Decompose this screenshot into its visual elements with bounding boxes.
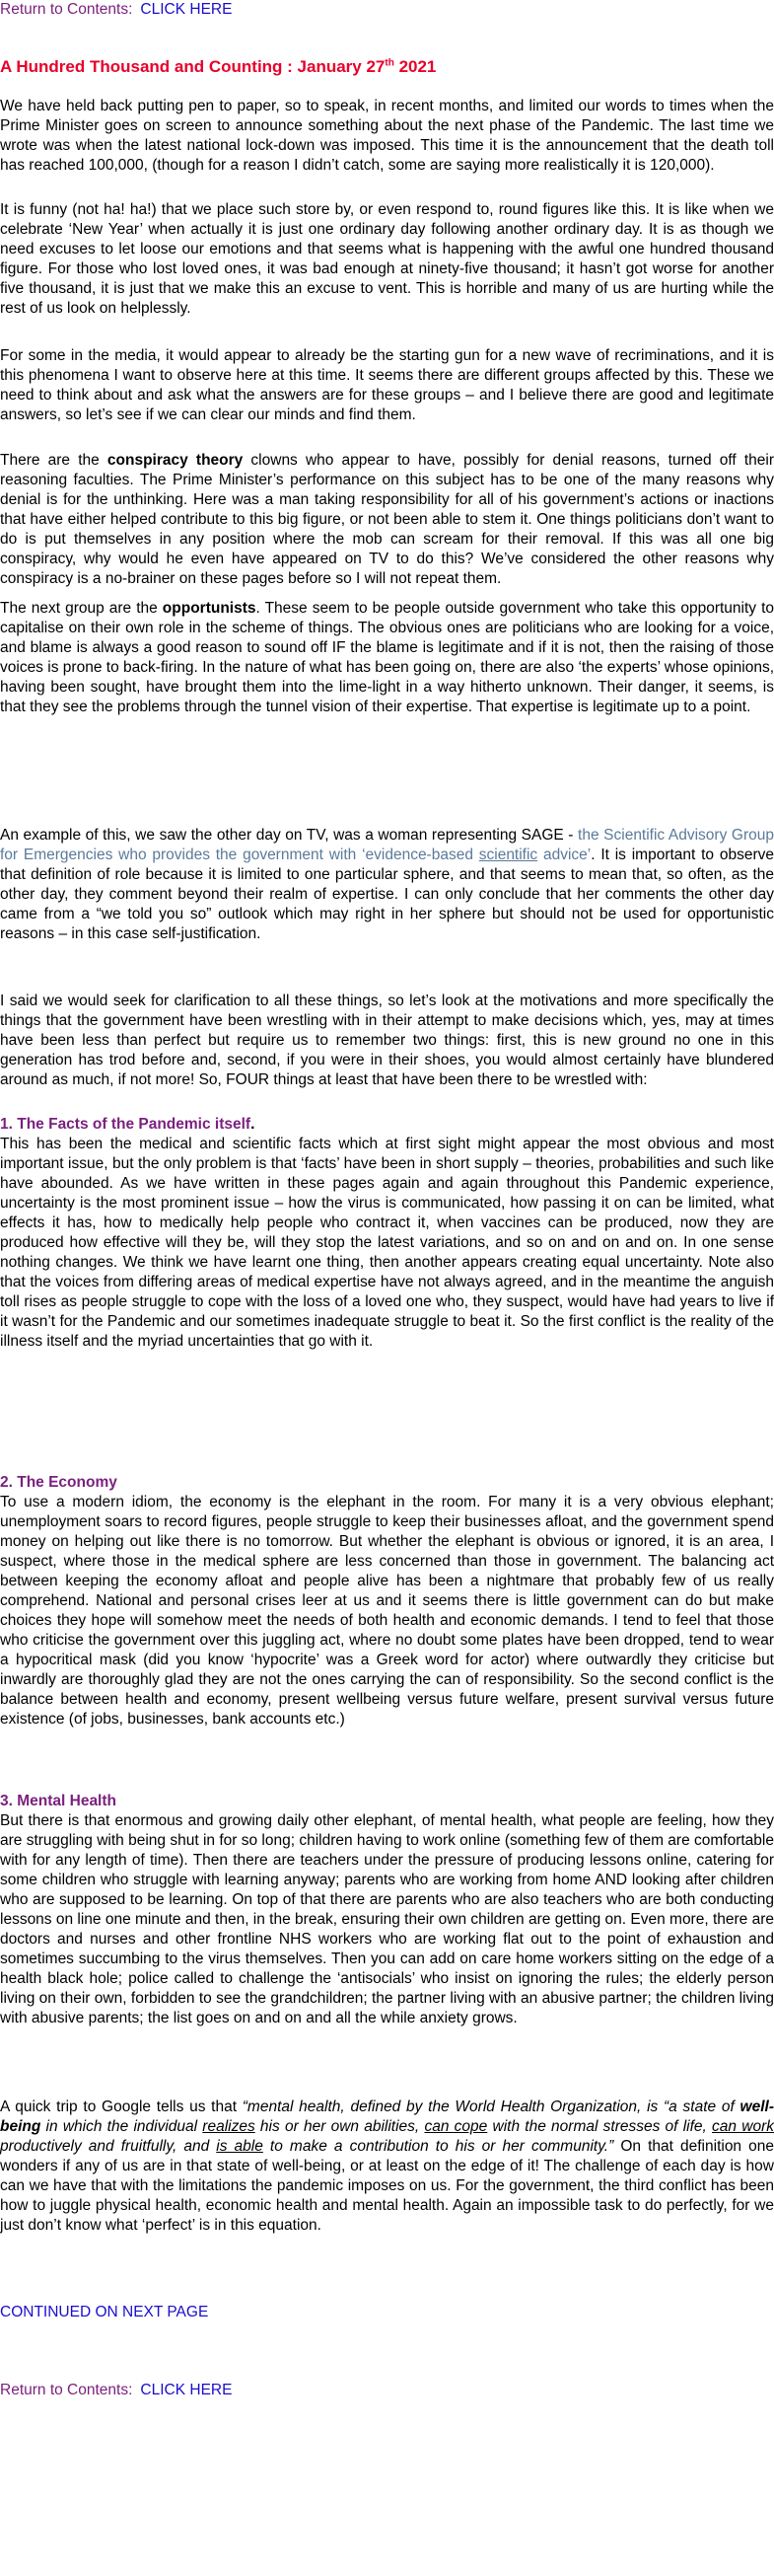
paragraph-intro: We have held back putting pen to paper, …	[0, 98, 774, 174]
heading-economy: 2. The Economy	[0, 1474, 117, 1491]
continued-next-page-link[interactable]: CONTINUED ON NEXT PAGE	[0, 2304, 209, 2320]
paragraph-sage: An example of this, we saw the other day…	[0, 827, 774, 942]
paragraph-media: For some in the media, it would appear t…	[0, 347, 774, 423]
return-label: Return to Contents:	[0, 1, 133, 18]
page-title: A Hundred Thousand and Counting : Januar…	[0, 57, 437, 76]
paragraph-facts: This has been the medical and scientific…	[0, 1136, 774, 1350]
click-here-link[interactable]: CLICK HERE	[140, 1, 233, 18]
click-here-link[interactable]: CLICK HERE	[140, 2382, 233, 2398]
paragraph-clarification: I said we would seek for clarification t…	[0, 993, 774, 1088]
return-label: Return to Contents:	[0, 2382, 133, 2398]
paragraph-opportunists: The next group are the opportunists. The…	[0, 600, 774, 715]
return-to-contents-top: Return to Contents: CLICK HERE	[0, 0, 232, 20]
paragraph-round-figures: It is funny (not ha! ha!) that we place …	[0, 201, 774, 317]
heading-mental-health: 3. Mental Health	[0, 1793, 116, 1809]
paragraph-conspiracy: There are the conspiracy theory clowns w…	[0, 452, 774, 587]
paragraph-who-definition: A quick trip to Google tells us that “me…	[0, 2098, 774, 2234]
paragraph-economy: To use a modern idiom, the economy is th…	[0, 1494, 774, 1728]
heading-facts: 1. The Facts of the Pandemic itself.	[0, 1116, 255, 1133]
return-to-contents-bottom: Return to Contents: CLICK HERE	[0, 2381, 232, 2400]
paragraph-mental-health: But there is that enormous and growing d…	[0, 1812, 774, 2026]
